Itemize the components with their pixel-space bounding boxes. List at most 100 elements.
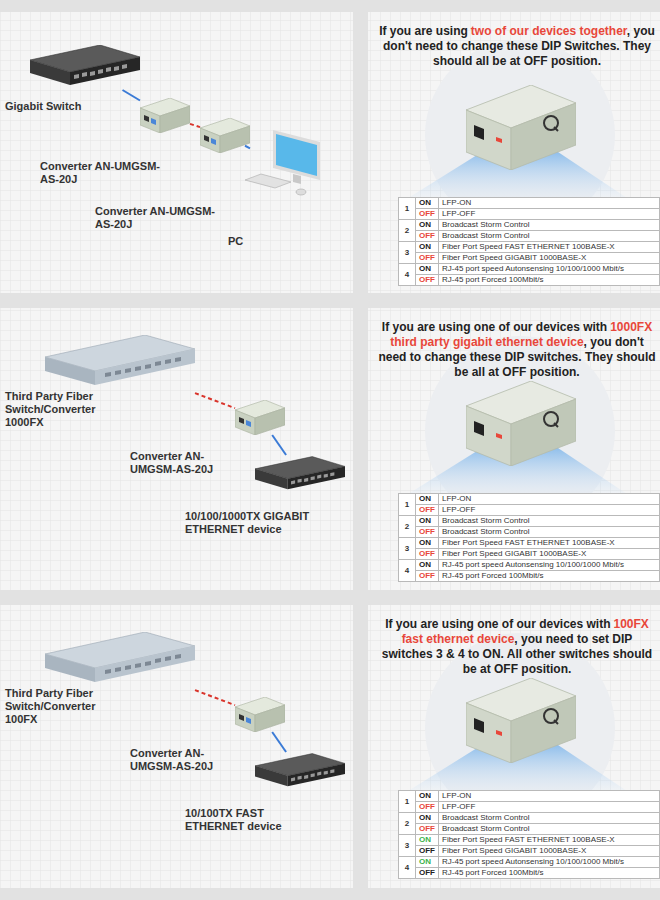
table-row: 3ONFiber Port Speed FAST ETHERNET 100BAS… [399, 538, 660, 549]
switch-state: ON [419, 857, 431, 866]
table-cell: ON [416, 242, 439, 253]
switch-description: Fiber Port Speed GIGABIT 1000BASE-X [442, 253, 586, 262]
table-cell: RJ-45 port speed Autonsensing 10/100/100… [439, 857, 660, 868]
table-cell: ON [416, 857, 439, 868]
switch-description: Fiber Port Speed GIGABIT 1000BASE-X [442, 846, 586, 855]
table-cell: OFF [416, 231, 439, 242]
table-cell: 3 [399, 242, 416, 264]
switch-state: ON [419, 242, 431, 251]
table-cell: RJ-45 port Forced 100Mbit/s [439, 275, 660, 286]
heading-text: If you are using [379, 24, 468, 38]
device-node: Gigabit Switch [30, 45, 140, 90]
switch-state: OFF [419, 549, 435, 558]
device-label: 10/100TX FAST ETHERNET device [185, 807, 325, 833]
table-cell: 1 [399, 198, 416, 220]
table-cell: OFF [416, 846, 439, 857]
switch-description: RJ-45 port Forced 100Mbit/s [442, 275, 543, 284]
ethernet-cable [272, 732, 286, 752]
device-label: Converter AN-UMGSM-AS-20J [95, 205, 215, 231]
table-cell: LFP-OFF [439, 802, 660, 813]
switch-description: LFP-ON [442, 791, 471, 800]
switch-number: 4 [405, 270, 409, 279]
table-cell: RJ-45 port Forced 100Mbit/s [439, 571, 660, 582]
switch-description: LFP-ON [442, 198, 471, 207]
table-cell: OFF [416, 802, 439, 813]
table-row: OFFRJ-45 port Forced 100Mbit/s [399, 571, 660, 582]
fiber-cable [195, 393, 235, 408]
table-cell: 4 [399, 264, 416, 286]
table-cell: 3 [399, 538, 416, 560]
table-cell: RJ-45 port speed Autonsensing 10/100/100… [439, 264, 660, 275]
table-cell: Fiber Port Speed FAST ETHERNET 100BASE-X [439, 242, 660, 253]
table-row: OFFFiber Port Speed GIGABIT 1000BASE-X [399, 549, 660, 560]
switch-state: ON [419, 264, 431, 273]
switch-number: 2 [405, 522, 409, 531]
switch-number: 3 [405, 544, 409, 553]
switch-state: OFF [419, 846, 435, 855]
table-cell: ON [416, 538, 439, 549]
switch-number: 2 [405, 819, 409, 828]
switch-description: RJ-45 port speed Autonsensing 10/100/100… [442, 264, 624, 273]
switch-description: LFP-OFF [442, 505, 475, 514]
switch-state: OFF [419, 209, 435, 218]
device-label: PC [228, 235, 268, 248]
table-cell: ON [416, 560, 439, 571]
dip-switch-table: 1ONLFP-ONOFFLFP-OFF2ONBroadcast Storm Co… [398, 493, 660, 582]
device-node: Converter AN-UMGSM-AS-20J [200, 118, 250, 153]
table-cell: LFP-ON [439, 198, 660, 209]
panel-heading: If you are usingtwo of our devices toget… [378, 24, 656, 69]
table-row: 4ONRJ-45 port speed Autonsensing 10/100/… [399, 264, 660, 275]
switch-state: OFF [419, 824, 435, 833]
switch-description: RJ-45 port speed Autonsensing 10/100/100… [442, 857, 624, 866]
table-row: 4ONRJ-45 port speed Autonsensing 10/100/… [399, 560, 660, 571]
table-cell: ON [416, 494, 439, 505]
table-row: OFFBroadcast Storm Control [399, 231, 660, 242]
table-cell: LFP-ON [439, 494, 660, 505]
table-cell: Fiber Port Speed GIGABIT 1000BASE-X [439, 253, 660, 264]
switch-state: ON [419, 835, 431, 844]
switch-state: OFF [419, 231, 435, 240]
table-cell: 4 [399, 560, 416, 582]
switch-state: ON [419, 791, 431, 800]
device-node: PC [245, 130, 320, 200]
table-row: OFFBroadcast Storm Control [399, 824, 660, 835]
device-node: 10/100TX FAST ETHERNET device [255, 752, 345, 792]
table-cell: 4 [399, 857, 416, 879]
switch-state: ON [419, 516, 431, 525]
switch-description: RJ-45 port speed Autonsensing 10/100/100… [442, 560, 624, 569]
table-cell: RJ-45 port Forced 100Mbit/s [439, 868, 660, 879]
ethernet-cable [272, 435, 286, 455]
switch-description: Fiber Port Speed FAST ETHERNET 100BASE-X [442, 538, 615, 547]
table-cell: Broadcast Storm Control [439, 220, 660, 231]
table-row: 2ONBroadcast Storm Control [399, 813, 660, 824]
switch-state: ON [419, 538, 431, 547]
table-cell: OFF [416, 505, 439, 516]
fiber-cable [195, 690, 235, 705]
table-cell: OFF [416, 209, 439, 220]
table-cell: 1 [399, 494, 416, 516]
panel-heading: If you are using one of our devices with… [378, 617, 656, 677]
switch-description: LFP-OFF [442, 802, 475, 811]
table-row: 3ONFiber Port Speed FAST ETHERNET 100BAS… [399, 835, 660, 846]
switch-number: 1 [405, 797, 409, 806]
switch-state: OFF [419, 275, 435, 284]
switch-state: ON [419, 494, 431, 503]
table-cell: OFF [416, 527, 439, 538]
table-row: 3ONFiber Port Speed FAST ETHERNET 100BAS… [399, 242, 660, 253]
table-cell: ON [416, 813, 439, 824]
panel-heading: If you are using one of our devices with… [378, 320, 656, 380]
switch-number: 4 [405, 566, 409, 575]
table-cell: Fiber Port Speed GIGABIT 1000BASE-X [439, 846, 660, 857]
device-label: Gigabit Switch [5, 100, 95, 113]
switch-number: 2 [405, 226, 409, 235]
switch-state: ON [419, 560, 431, 569]
table-cell: LFP-OFF [439, 209, 660, 220]
table-cell: OFF [416, 253, 439, 264]
table-cell: OFF [416, 549, 439, 560]
switch-state: ON [419, 220, 431, 229]
switch-state: OFF [419, 505, 435, 514]
device-node: Converter AN-UMGSM-AS-20J [235, 400, 285, 435]
table-row: OFF RJ-45 port Forced 100Mbit/s [399, 275, 660, 286]
table-cell: ON [416, 516, 439, 527]
fiber-cable [190, 124, 200, 127]
